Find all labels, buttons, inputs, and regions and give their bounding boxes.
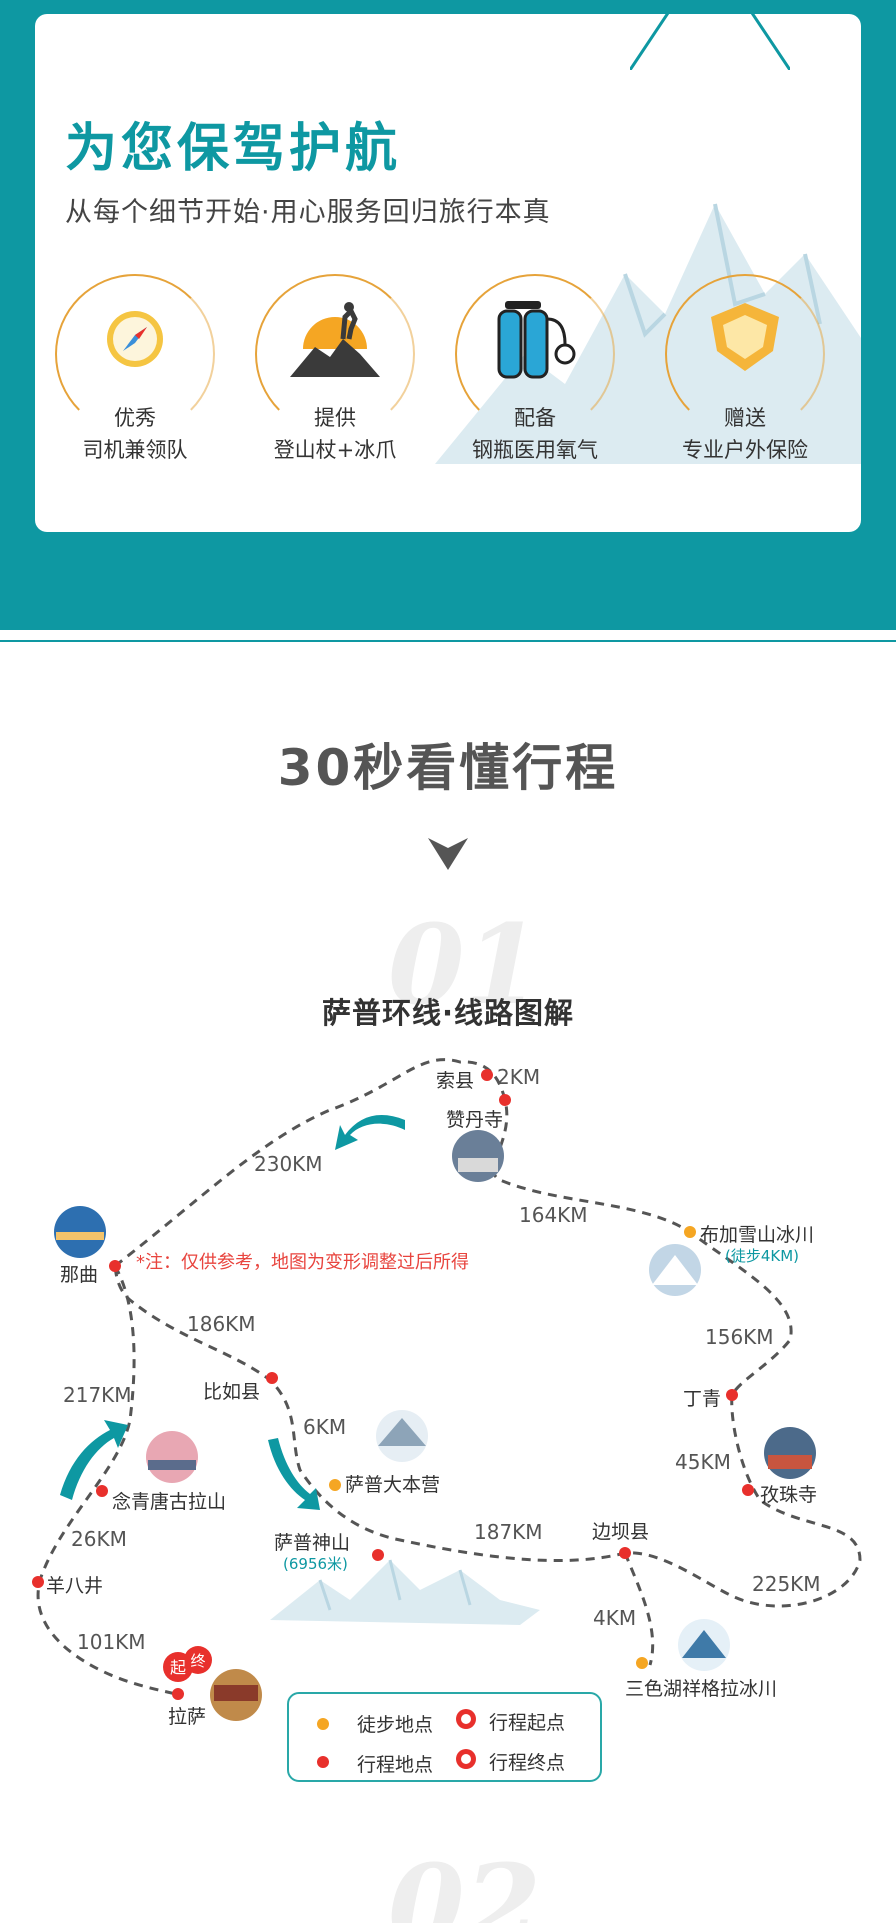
climber-icon xyxy=(290,302,380,377)
compass-icon xyxy=(107,311,163,367)
distance-label: 26KM xyxy=(71,1527,127,1551)
feature-label-2: 登山杖+冰爪 xyxy=(273,438,397,462)
feature-label-1: 赠送 xyxy=(724,406,766,430)
feature-label-1: 优秀 xyxy=(114,406,156,430)
end-point-icon xyxy=(456,1749,476,1769)
place-biru: 比如县 xyxy=(203,1381,261,1403)
route-path xyxy=(113,1058,862,1608)
hike-dot-icon xyxy=(317,1718,329,1730)
distance-label: 156KM xyxy=(705,1325,774,1349)
place-bujia: 布加雪山冰川 xyxy=(700,1224,815,1246)
start-point-icon xyxy=(456,1709,476,1729)
legend-place: 行程地点 xyxy=(357,1754,434,1776)
legend-start: 行程起点 xyxy=(489,1712,566,1734)
distance-label: 225KM xyxy=(752,1572,821,1596)
place-sapu-mountain: 萨普神山 xyxy=(274,1532,351,1554)
place-naqu: 那曲 xyxy=(60,1264,99,1286)
place-bujia-sub: (徒步4KM) xyxy=(725,1247,800,1265)
feature-label-2: 钢瓶医用氧气 xyxy=(472,438,598,462)
route-path-west xyxy=(36,1265,181,1697)
place-nianqing: 念青唐古拉山 xyxy=(112,1491,227,1513)
banner-title: 为您保驾护航 xyxy=(65,119,402,179)
distance-label: 101KM xyxy=(77,1630,146,1654)
place-suoxian: 索县 xyxy=(436,1070,475,1092)
map-note: *注：仅供参考，地图为变形调整过后所得 xyxy=(136,1252,469,1273)
shield-icon xyxy=(711,303,779,371)
itinerary-title: 30秒看懂行程 xyxy=(277,739,619,797)
start-badge: 起 xyxy=(170,1658,186,1677)
place-bianba: 边坝县 xyxy=(592,1521,650,1543)
distance-label: 164KM xyxy=(519,1203,588,1227)
place-zandansi: 赞丹寺 xyxy=(446,1109,504,1131)
feature-label-1: 配备 xyxy=(514,406,556,430)
oxygen-tank-icon xyxy=(497,301,576,379)
place-sanse: 三色湖祥格拉冰川 xyxy=(625,1678,778,1700)
place-yangbajing: 羊八井 xyxy=(46,1575,104,1597)
divider xyxy=(0,640,896,642)
section-number: 01 xyxy=(388,900,542,1029)
distance-label: 217KM xyxy=(63,1383,132,1407)
legend-hike: 徒步地点 xyxy=(357,1714,434,1736)
banner-subtitle: 从每个细节开始·用心服务回归旅行本真 xyxy=(65,197,551,228)
place-sapu-mountain-sub: (6956米) xyxy=(283,1555,348,1573)
feature-label-1: 提供 xyxy=(314,406,356,430)
distance-label: 187KM xyxy=(474,1520,543,1544)
distance-label: 186KM xyxy=(187,1312,256,1336)
distance-label: 2KM xyxy=(497,1065,541,1089)
route-path-branch xyxy=(623,1552,655,1666)
place-sapu-camp: 萨普大本营 xyxy=(345,1474,441,1496)
legend-end: 行程终点 xyxy=(489,1752,566,1774)
distance-label: 6KM xyxy=(303,1415,347,1439)
feature-label-2: 司机兼领队 xyxy=(82,438,188,462)
map-title: 萨普环线·线路图解 xyxy=(321,996,575,1030)
triangle-decoration xyxy=(630,14,790,70)
chevron-down-icon xyxy=(428,838,468,870)
end-badge: 终 xyxy=(190,1652,205,1670)
place-dot-icon xyxy=(317,1756,329,1768)
distance-label: 230KM xyxy=(254,1152,323,1176)
route-map: 起 终 xyxy=(32,1058,862,1721)
feature-label-2: 专业户外保险 xyxy=(682,438,808,462)
service-card: 为您保驾护航 从每个细节开始·用心服务回归旅行本真 优秀 司机兼领队 提供 登山… xyxy=(35,14,861,532)
place-dingqing: 丁青 xyxy=(683,1388,722,1410)
distance-label: 45KM xyxy=(675,1450,731,1474)
section-number-2: 02 xyxy=(388,1840,542,1923)
place-zizhusi: 孜珠寺 xyxy=(760,1484,818,1506)
banner-background: 为您保驾护航 从每个细节开始·用心服务回归旅行本真 优秀 司机兼领队 提供 登山… xyxy=(0,0,896,630)
distance-label: 4KM xyxy=(593,1606,637,1630)
map-legend: 徒步地点 行程起点 行程地点 行程终点 xyxy=(287,1692,602,1782)
place-lasa: 拉萨 xyxy=(168,1706,207,1728)
